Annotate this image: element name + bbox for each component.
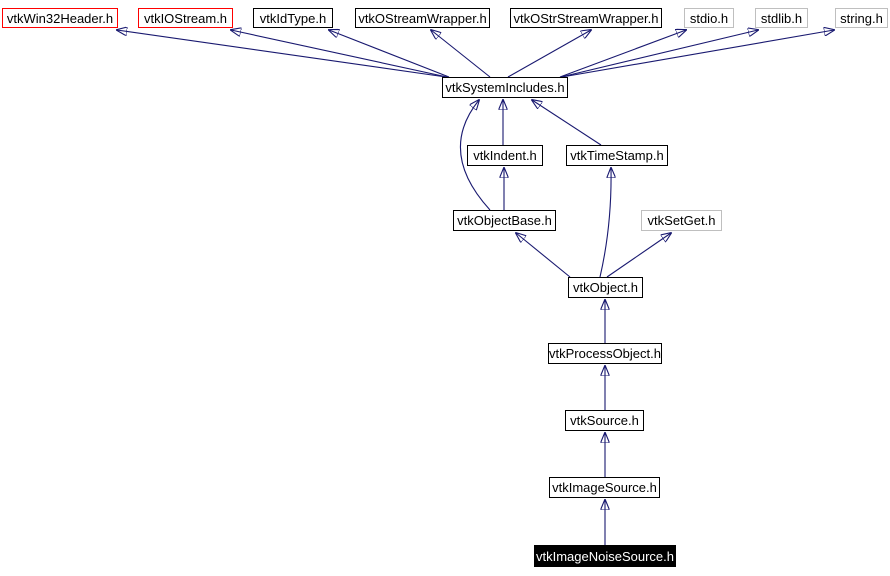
graph-node-vtksystemincludes-h[interactable]: vtkSystemIncludes.h <box>442 77 568 98</box>
graph-node-vtktimestamp-h[interactable]: vtkTimeStamp.h <box>566 145 668 166</box>
graph-node-stdlib-h: stdlib.h <box>755 8 808 28</box>
graph-node-vtkprocessobject-h[interactable]: vtkProcessObject.h <box>548 343 662 364</box>
graph-node-vtkwin32header-h[interactable]: vtkWin32Header.h <box>2 8 118 28</box>
graph-node-vtksource-h[interactable]: vtkSource.h <box>565 410 644 431</box>
graph-node-vtkobject-h[interactable]: vtkObject.h <box>568 277 643 298</box>
graph-node-vtkiostream-h[interactable]: vtkIOStream.h <box>138 8 233 28</box>
graph-node-string-h: string.h <box>835 8 888 28</box>
graph-node-vtkidtype-h[interactable]: vtkIdType.h <box>253 8 333 28</box>
graph-node-vtksetget-h: vtkSetGet.h <box>641 210 722 231</box>
graph-node-vtkindent-h[interactable]: vtkIndent.h <box>467 145 543 166</box>
graph-node-vtkobjectbase-h[interactable]: vtkObjectBase.h <box>453 210 556 231</box>
graph-node-vtkimagenoisesource-h: vtkImageNoiseSource.h <box>534 545 676 567</box>
graph-node-stdio-h: stdio.h <box>684 8 734 28</box>
graph-node-vtkimagesource-h[interactable]: vtkImageSource.h <box>549 477 660 498</box>
graph-node-vtkostrstreamwrapper-h[interactable]: vtkOStrStreamWrapper.h <box>510 8 662 28</box>
graph-node-vtkostreamwrapper-h[interactable]: vtkOStreamWrapper.h <box>355 8 490 28</box>
